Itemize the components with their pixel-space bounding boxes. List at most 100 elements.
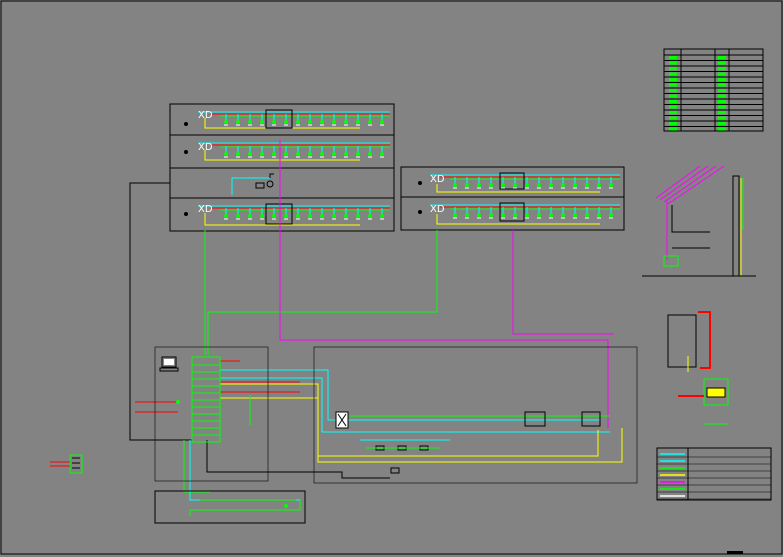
device-glyph xyxy=(585,207,589,219)
device-glyph xyxy=(525,177,529,189)
device-glyph xyxy=(236,208,240,220)
device-glyph xyxy=(236,146,240,158)
table-cell-mark xyxy=(718,72,726,76)
device-glyph xyxy=(380,114,384,126)
device-glyph xyxy=(296,208,300,220)
panel-label: XD xyxy=(198,204,213,215)
device-glyph xyxy=(224,208,228,220)
device-glyph xyxy=(585,177,589,189)
device-glyph xyxy=(549,177,553,189)
device-glyph xyxy=(380,146,384,158)
device-glyph xyxy=(368,208,372,220)
device-glyph xyxy=(272,146,276,158)
table-cell-mark xyxy=(669,100,677,103)
device-glyph xyxy=(272,208,276,220)
row-d: XD xyxy=(184,203,390,226)
table-cell-mark xyxy=(669,56,677,59)
device-glyph xyxy=(489,207,493,219)
device-glyph xyxy=(332,146,336,158)
row-b: XD xyxy=(184,142,390,161)
device-glyph xyxy=(308,114,312,126)
device-glyph xyxy=(549,207,553,219)
terminal-block-icon xyxy=(50,454,83,474)
device-glyph xyxy=(513,207,517,219)
table-cell-mark xyxy=(669,94,677,98)
device-glyph xyxy=(501,207,505,219)
row-e: XD xyxy=(418,172,620,193)
device-glyph xyxy=(284,114,288,126)
device-glyph xyxy=(344,114,348,126)
device-glyph xyxy=(320,208,324,220)
device-glyph xyxy=(453,207,457,219)
row-a: XD xyxy=(184,109,390,129)
table-cell-mark xyxy=(718,89,726,92)
device-glyph xyxy=(356,114,360,126)
device-glyph xyxy=(248,114,252,126)
table-cell-mark xyxy=(718,83,726,87)
row-f: XD xyxy=(418,202,620,225)
table-cell-mark xyxy=(718,100,726,103)
cable-tray-detail xyxy=(642,165,756,277)
table-cell-mark xyxy=(718,122,726,125)
device-glyph xyxy=(308,146,312,158)
device-glyph xyxy=(284,208,288,220)
table-cell-mark xyxy=(669,78,677,81)
device-glyph xyxy=(573,177,577,189)
device-glyph xyxy=(260,146,264,158)
device-glyph xyxy=(477,177,481,189)
device-glyph xyxy=(296,114,300,126)
table-cell-mark xyxy=(718,105,726,109)
device-glyph xyxy=(368,114,372,126)
device-glyph xyxy=(501,177,505,189)
table-cell-mark xyxy=(669,72,677,76)
table-cell-mark xyxy=(669,67,677,70)
table-cell-mark xyxy=(718,67,726,70)
table-cell-mark xyxy=(669,61,677,65)
table-cell-mark xyxy=(669,89,677,92)
upper-left-panel-group xyxy=(169,103,395,232)
table-cell-mark xyxy=(718,116,726,120)
table-cell-mark xyxy=(718,78,726,81)
device-glyph xyxy=(465,177,469,189)
device-glyph xyxy=(561,177,565,189)
device-glyph xyxy=(597,177,601,189)
table-cell-mark xyxy=(718,94,726,98)
table-cell-mark xyxy=(669,122,677,125)
device-glyph xyxy=(248,208,252,220)
device-glyph xyxy=(260,208,264,220)
panel-label: XD xyxy=(430,204,445,215)
computer-icon xyxy=(159,356,179,372)
device-glyph xyxy=(272,114,276,126)
control-cabinet xyxy=(154,346,269,482)
device-glyph xyxy=(344,146,348,158)
device-glyph xyxy=(465,207,469,219)
device-glyph xyxy=(573,207,577,219)
right-top-table xyxy=(663,48,764,132)
lower-middle-section xyxy=(313,346,638,484)
device-glyph xyxy=(513,177,517,189)
table-cell-mark xyxy=(669,83,677,87)
panel-label: XD xyxy=(198,110,213,121)
interconnect-wiring xyxy=(129,140,623,516)
device-glyph xyxy=(525,207,529,219)
device-glyph xyxy=(248,146,252,158)
table-cell-mark xyxy=(718,111,726,114)
device-glyph xyxy=(597,207,601,219)
table-cell-mark xyxy=(669,105,677,109)
bottom-panel xyxy=(154,490,306,524)
table-cell-mark xyxy=(669,127,677,131)
device-glyph xyxy=(224,114,228,126)
equipment-detail xyxy=(667,311,729,425)
table-cell-mark xyxy=(718,127,726,131)
device-glyph xyxy=(477,207,481,219)
table-cell-mark xyxy=(718,61,726,65)
device-glyph xyxy=(284,146,288,158)
device-glyph xyxy=(537,177,541,189)
device-glyph xyxy=(296,146,300,158)
device-glyph xyxy=(332,208,336,220)
legend-table xyxy=(656,447,772,501)
device-glyph xyxy=(320,146,324,158)
table-cell-mark xyxy=(718,56,726,59)
